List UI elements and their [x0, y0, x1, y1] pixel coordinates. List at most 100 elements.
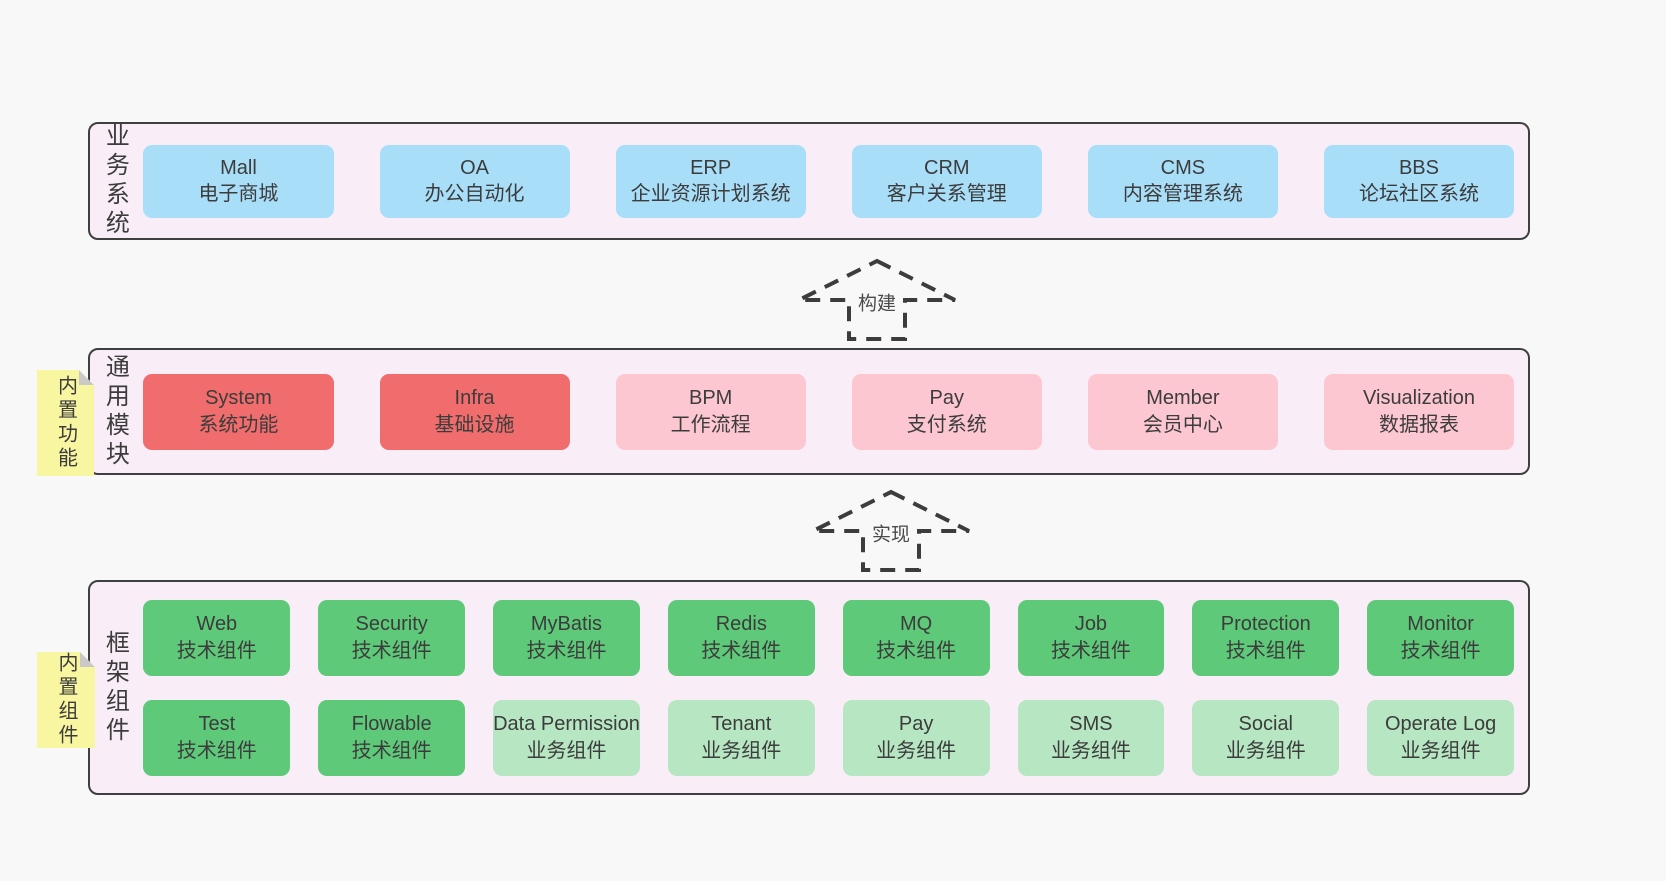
implement-arrow: 实现 [806, 489, 976, 573]
box-tenant: Tenant 业务组件 [667, 699, 815, 776]
box-social: Social 业务组件 [1192, 699, 1340, 776]
box-subtitle: 技术组件 [701, 639, 782, 662]
box-title: CRM [924, 156, 970, 179]
box-title: OA [460, 156, 489, 179]
sticky-note-text: 内置组件 [55, 652, 77, 748]
box-visualization: Visualization 数据报表 [1323, 373, 1515, 450]
box-system: System 系统功能 [143, 373, 334, 450]
box-subtitle: 客户关系管理 [886, 183, 1007, 205]
box-title: Infra [454, 387, 495, 410]
panel-label-framework: 框架组件 [101, 629, 129, 746]
panel-framework-components: 框架组件 Web 技术组件 Security 技术组件 MyBatis 技术组件… [88, 580, 1530, 795]
box-subtitle: 业务组件 [1050, 739, 1131, 762]
box-subtitle: 办公自动化 [424, 183, 525, 205]
box-operate-log: Operate Log 业务组件 [1367, 699, 1515, 776]
box-cms: CMS 内容管理系统 [1087, 144, 1278, 218]
box-subtitle: 业务组件 [701, 739, 782, 762]
box-subtitle: 电子商城 [198, 183, 279, 205]
box-subtitle: 技术组件 [351, 639, 432, 662]
build-arrow-label: 构建 [853, 286, 901, 318]
box-title: Job [1074, 613, 1108, 636]
box-security: Security 技术组件 [318, 599, 466, 676]
box-subtitle: 业务组件 [1225, 739, 1306, 762]
box-subtitle: 技术组件 [176, 639, 257, 662]
box-title: CMS [1160, 156, 1206, 179]
box-subtitle: 技术组件 [351, 739, 432, 762]
panel-body: Web 技术组件 Security 技术组件 MyBatis 技术组件 Redi… [127, 582, 1528, 793]
box-bpm: BPM 工作流程 [615, 373, 806, 450]
box-title: Member [1146, 387, 1220, 410]
box-infra: Infra 基础设施 [379, 373, 570, 450]
panel-common-modules: 通用模块 System 系统功能 Infra 基础设施 BPM 工作流程 Pay… [88, 348, 1530, 475]
box-flowable: Flowable 技术组件 [318, 699, 466, 776]
box-title: Protection [1220, 613, 1311, 636]
box-title: Visualization [1363, 387, 1475, 410]
box-subtitle: 论坛社区系统 [1358, 183, 1479, 205]
box-mybatis: MyBatis 技术组件 [493, 599, 640, 676]
box-title: MyBatis [530, 613, 603, 636]
box-mall: Mall 电子商城 [143, 144, 334, 218]
box-subtitle: 业务组件 [876, 739, 957, 762]
panel-label-business: 业务系统 [101, 123, 129, 239]
box-monitor: Monitor 技术组件 [1367, 599, 1515, 676]
box-data-permission: Data Permission 业务组件 [493, 699, 640, 776]
box-title: Social [1238, 713, 1294, 736]
box-subtitle: 技术组件 [876, 639, 957, 662]
box-subtitle: 工作流程 [670, 413, 751, 436]
sticky-note-builtin-components: 内置组件 [37, 652, 95, 748]
box-title: Pay [898, 713, 934, 736]
box-title: Web [196, 613, 238, 636]
box-subtitle: 技术组件 [176, 739, 257, 762]
sticky-note-text: 内置功能 [54, 375, 77, 471]
box-crm: CRM 客户关系管理 [851, 144, 1042, 218]
sticky-note-builtin-features: 内置功能 [37, 370, 94, 476]
box-row: System 系统功能 Infra 基础设施 BPM 工作流程 Pay 支付系统… [143, 373, 1515, 450]
box-title: Test [198, 713, 236, 736]
box-title: Tenant [711, 713, 772, 736]
box-title: BBS [1398, 156, 1439, 179]
box-title: Operate Log [1385, 713, 1497, 736]
box-subtitle: 技术组件 [526, 639, 607, 662]
box-title: Data Permission [493, 713, 640, 736]
box-subtitle: 技术组件 [1225, 639, 1306, 662]
box-job: Job 技术组件 [1017, 599, 1165, 676]
panel-body: Mall 电子商城 OA 办公自动化 ERP 企业资源计划系统 CRM 客户关系… [127, 124, 1528, 238]
panel-body: System 系统功能 Infra 基础设施 BPM 工作流程 Pay 支付系统… [127, 350, 1528, 473]
box-subtitle: 会员中心 [1142, 413, 1223, 436]
box-title: ERP [690, 156, 732, 179]
box-title: Mall [220, 156, 257, 179]
box-subtitle: 企业资源计划系统 [630, 183, 791, 205]
arrow-up-icon [812, 489, 970, 572]
box-title: MQ [900, 613, 933, 636]
box-title: SMS [1069, 713, 1113, 736]
box-subtitle: 系统功能 [198, 413, 279, 436]
box-subtitle: 技术组件 [1400, 639, 1481, 662]
arrow-up-icon [798, 258, 956, 341]
box-subtitle: 业务组件 [526, 739, 607, 762]
implement-arrow-label: 实现 [867, 517, 915, 549]
box-sms: SMS 业务组件 [1017, 699, 1165, 776]
box-subtitle: 基础设施 [434, 413, 515, 436]
box-title: Redis [715, 613, 767, 636]
box-pay: Pay 支付系统 [851, 373, 1042, 450]
box-test: Test 技术组件 [143, 699, 291, 776]
box-title: Pay [929, 387, 964, 410]
box-protection: Protection 技术组件 [1192, 599, 1340, 676]
box-redis: Redis 技术组件 [667, 599, 815, 676]
box-title: Monitor [1407, 613, 1474, 636]
box-member: Member 会员中心 [1087, 373, 1278, 450]
box-subtitle: 技术组件 [1050, 639, 1131, 662]
box-web: Web 技术组件 [143, 599, 291, 676]
box-row: Mall 电子商城 OA 办公自动化 ERP 企业资源计划系统 CRM 客户关系… [143, 144, 1515, 218]
box-subtitle: 内容管理系统 [1122, 183, 1243, 205]
box-subtitle: 数据报表 [1378, 413, 1459, 436]
panel-label-modules: 通用模块 [101, 353, 129, 470]
box-subtitle: 业务组件 [1400, 739, 1481, 762]
box-mq: MQ 技术组件 [842, 599, 990, 676]
box-erp: ERP 企业资源计划系统 [615, 144, 806, 218]
box-row: Test 技术组件 Flowable 技术组件 Data Permission … [143, 699, 1515, 776]
box-title: Security [355, 613, 428, 636]
panel-business-systems: 业务系统 Mall 电子商城 OA 办公自动化 ERP 企业资源计划系统 CRM… [88, 122, 1530, 240]
box-title: System [205, 387, 272, 410]
